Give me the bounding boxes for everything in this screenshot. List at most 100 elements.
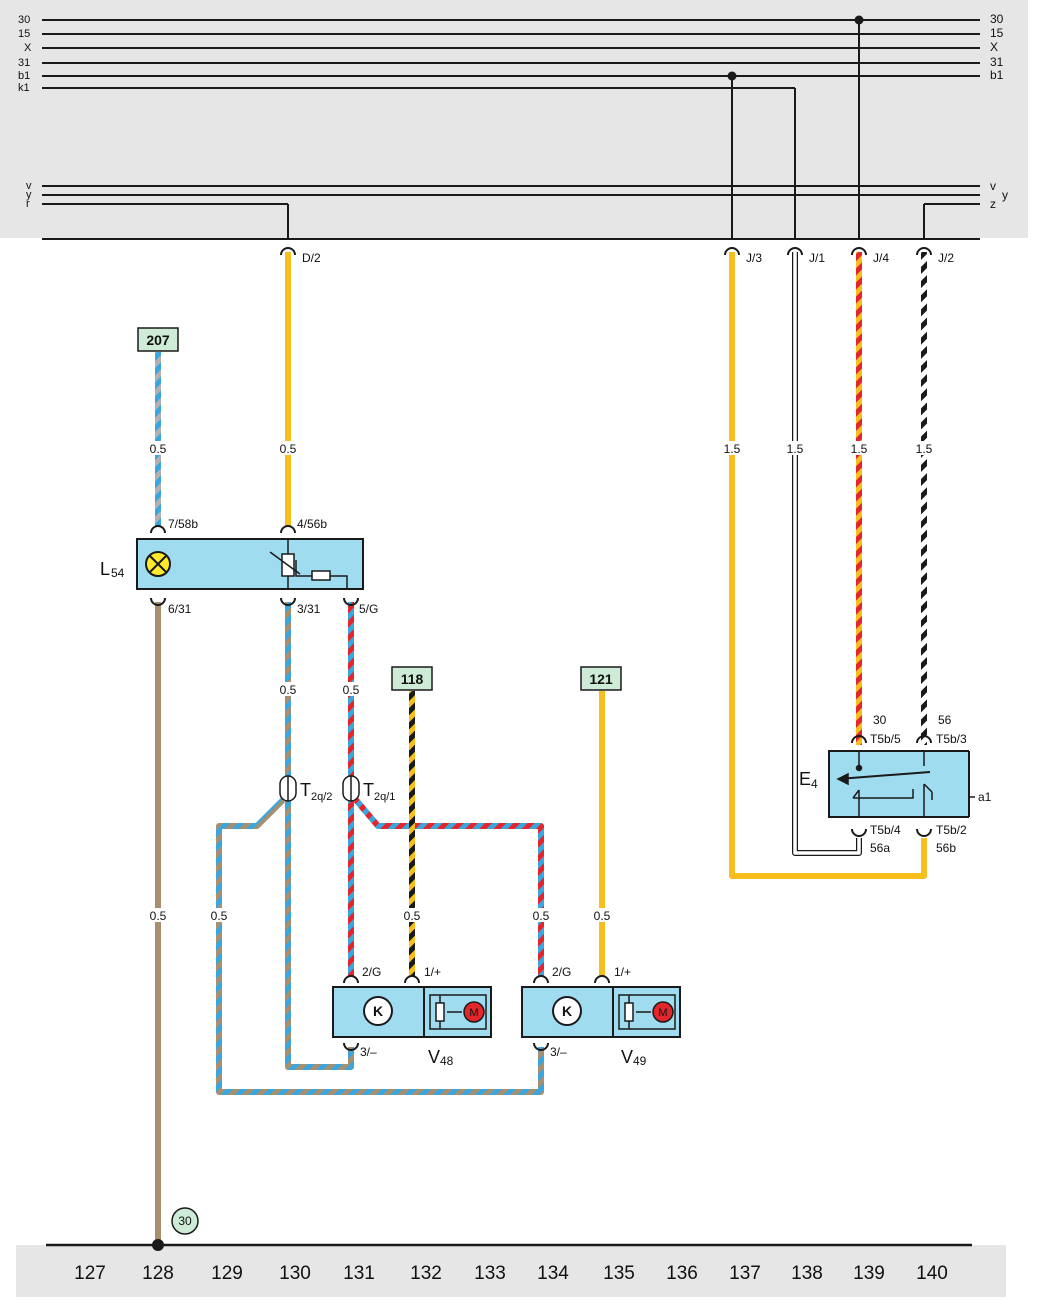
component-e4: E 4 30 56 T5b/5 T5b/3 T5b/4 T5b/2 56a 56… (799, 713, 992, 855)
connector-j2-label: J/2 (938, 251, 954, 265)
bus-label-y: y (26, 189, 32, 201)
l54-pin-3-31: 3/31 (297, 602, 321, 616)
v49-pin-1p: 1/+ (614, 965, 631, 979)
wires (155, 252, 927, 1245)
junction-dot (727, 71, 737, 81)
e4-terminal-30: 30 (873, 713, 887, 727)
ground-ref-label: 30 (178, 1214, 192, 1228)
column-strip (16, 1245, 1006, 1297)
bus-right-label-x: X (990, 40, 998, 54)
column-number: 130 (279, 1263, 311, 1284)
bus-right-label-30: 30 (990, 12, 1004, 26)
ground-ref: 30 (171, 1207, 199, 1235)
v48-motor-label: M (469, 1007, 478, 1019)
bus-right-labels: 30 15 X 31 b1 v z y (990, 12, 1008, 211)
v48-pin-1p: 1/+ (424, 965, 441, 979)
column-number: 131 (343, 1263, 375, 1284)
v48-pin-3m: 3/– (360, 1045, 377, 1059)
t2q1-sub: 2q/1 (374, 791, 395, 803)
sensor-icon: K (363, 996, 393, 1026)
bus-right-label-15: 15 (990, 26, 1004, 40)
e4-pin-t5b4: T5b/4 (870, 823, 901, 837)
lamp-icon (145, 551, 171, 577)
l54-name: L (100, 559, 110, 579)
bus-label-v: v (26, 180, 32, 192)
v49-name: V (621, 1047, 633, 1067)
column-number: 128 (142, 1263, 174, 1284)
t2q1-name: T (363, 780, 374, 800)
bus-right-label-v: v (990, 179, 996, 193)
bus-label-30: 30 (18, 14, 30, 26)
sensor-icon: K (552, 996, 582, 1026)
wire-size: 0.5 (150, 909, 167, 923)
connector-j4-label: J/4 (873, 251, 889, 265)
bus-label-31: 31 (18, 57, 30, 69)
component-l54: L 54 7/58b 4/56b 6/31 3/31 5/G (100, 517, 378, 616)
column-number: 137 (729, 1263, 761, 1284)
v48-k-label: K (373, 1003, 383, 1019)
wire-size: 0.5 (211, 909, 228, 923)
bus-right-label-31: 31 (990, 55, 1004, 69)
wire-size: 1.5 (851, 442, 868, 456)
column-number: 138 (791, 1263, 823, 1284)
l54-pin-5-g: 5/G (359, 602, 378, 616)
ref-118-label: 118 (401, 671, 424, 687)
column-number: 140 (916, 1263, 948, 1284)
ref-box-118: 118 (391, 666, 433, 691)
ref-box-207: 207 (137, 327, 179, 352)
l54-pin-7-58b: 7/58b (168, 517, 198, 531)
wire-size: 1.5 (787, 442, 804, 456)
junction-dot (152, 1239, 164, 1251)
ref-121-label: 121 (589, 671, 613, 687)
bus-label-r: r (26, 198, 30, 210)
rheostat-icon (269, 539, 348, 589)
junction-dot (854, 15, 864, 25)
wire-size: 0.5 (594, 909, 611, 923)
e4-pin-t5b3: T5b/3 (936, 732, 967, 746)
bus-label-k1: k1 (18, 82, 30, 94)
bus-right-label-z: z (990, 197, 996, 211)
bus-right-label-y-group: y (1002, 188, 1008, 202)
ref-box-121: 121 (580, 666, 622, 691)
bus-label-15: 15 (18, 28, 30, 40)
column-number: 136 (666, 1263, 698, 1284)
bus-left-labels: 30 15 X 31 b1 k1 v y r (18, 14, 32, 210)
e4-terminal-a1: a1 (978, 790, 992, 804)
connector-d2-label: D/2 (302, 251, 321, 265)
t2q2-name: T (300, 780, 311, 800)
column-number: 133 (474, 1263, 506, 1284)
bus-label-b1: b1 (18, 70, 30, 82)
t2q2-sub: 2q/2 (311, 791, 332, 803)
column-number: 139 (853, 1263, 885, 1284)
wire-size: 0.5 (343, 683, 360, 697)
wire-size: 0.5 (150, 442, 167, 456)
wire-size: 0.5 (404, 909, 421, 923)
switch-icon (836, 751, 975, 817)
connector-t2q1: T 2q/1 (342, 775, 395, 803)
v49-pin-2g: 2/G (552, 965, 571, 979)
v49-motor-label: M (658, 1007, 667, 1019)
e4-pin-t5b5: T5b/5 (870, 732, 901, 746)
e4-terminal-56a: 56a (870, 841, 890, 855)
wire-size: 0.5 (280, 683, 297, 697)
v48-name: V (428, 1047, 440, 1067)
wire-size: 0.5 (280, 442, 297, 456)
column-number: 129 (211, 1263, 243, 1284)
column-number: 127 (74, 1263, 106, 1284)
bus-lines (42, 19, 980, 240)
connector-j3-label: J/3 (746, 251, 762, 265)
connector-labels: D/2 J/3 J/1 J/4 J/2 (302, 251, 954, 265)
l54-sub: 54 (111, 566, 125, 580)
ref-207-label: 207 (146, 332, 170, 348)
v49-k-label: K (562, 1003, 572, 1019)
e4-name: E (799, 769, 811, 789)
bus-label-x: X (24, 42, 32, 54)
column-number: 135 (603, 1263, 635, 1284)
column-numbers: 127 128 129 130 131 132 133 134 135 136 … (74, 1263, 948, 1284)
wire-size: 1.5 (724, 442, 741, 456)
v49-pin-3m: 3/– (550, 1045, 567, 1059)
component-v48: K M 2/G 1/+ 3/– V 48 (332, 965, 492, 1068)
component-v49: K M 2/G 1/+ 3/– V 49 (521, 965, 681, 1068)
l54-pin-4-56b: 4/56b (297, 517, 327, 531)
